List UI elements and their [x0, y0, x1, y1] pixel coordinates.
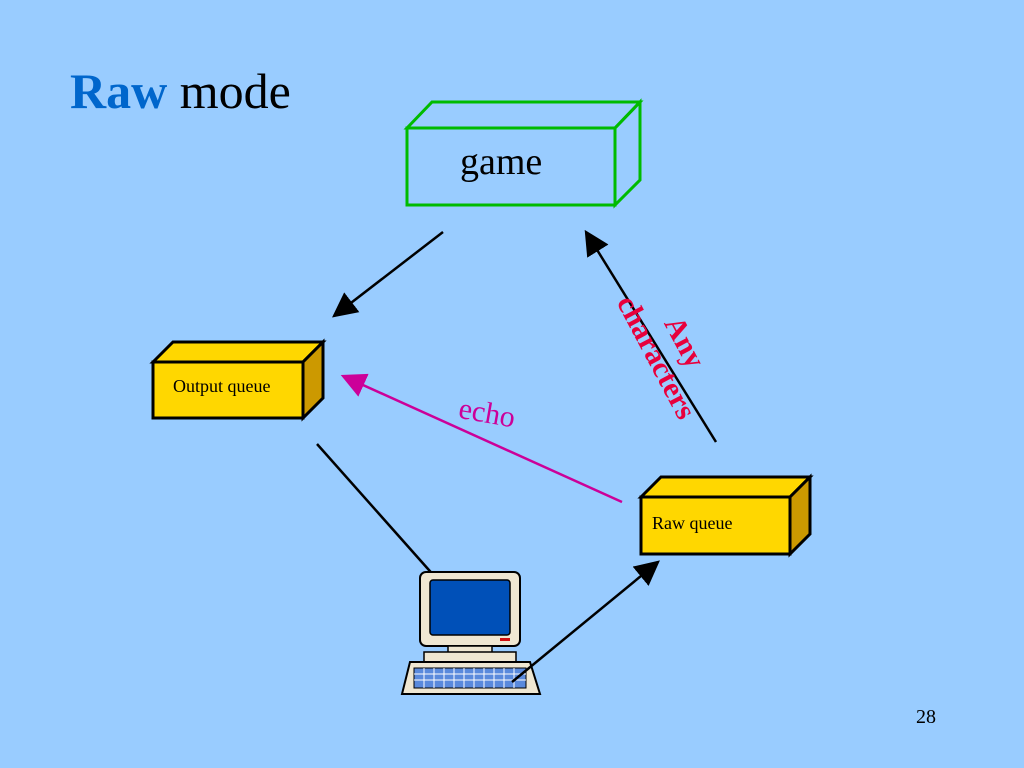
- game-box: [403, 98, 644, 209]
- arrow-computer-to-raw: [511, 560, 660, 683]
- title-accent: Raw: [70, 63, 168, 119]
- arrow-echo: [340, 373, 623, 504]
- title-rest: mode: [167, 63, 291, 119]
- arrow-output-to-computer: [316, 443, 454, 598]
- output-queue-label: Output queue: [173, 376, 271, 396]
- slide-title: Raw mode: [70, 62, 291, 120]
- arrow-game-to-output: [332, 231, 444, 318]
- raw-queue-label: Raw queue: [652, 513, 733, 533]
- output-queue-box: [149, 338, 327, 422]
- arrow-raw-to-game: [584, 229, 718, 443]
- raw-queue-box: [637, 473, 814, 558]
- desktop-computer-icon: [400, 571, 542, 695]
- page-number: 28: [916, 706, 936, 728]
- game-label: game: [460, 141, 543, 183]
